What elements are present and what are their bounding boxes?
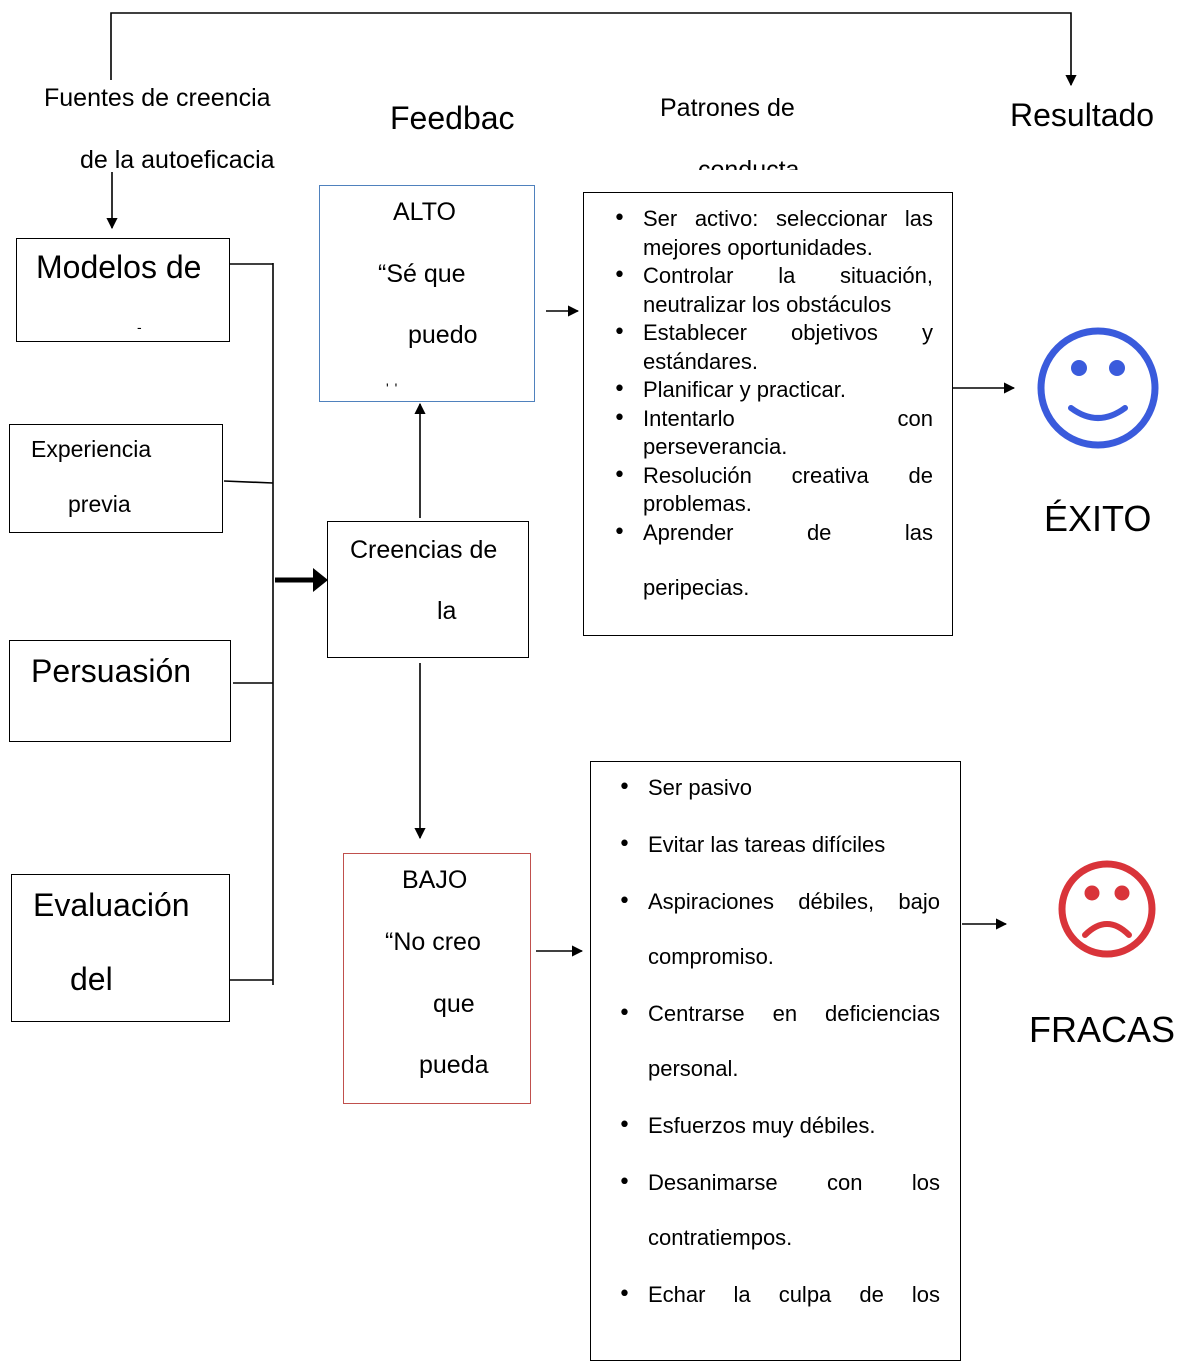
result-header: Resultado (1010, 97, 1155, 133)
feedback-header: Feedbac (390, 100, 515, 136)
low-pattern-item: Echar la culpa de los (618, 1281, 940, 1309)
persuasion-box: Persuasión (9, 640, 231, 742)
low-patterns-box: Ser pasivo Evitar las tareas difíciles A… (590, 761, 961, 1361)
high-pattern-item: Controlar la situación, neutralizar los … (613, 262, 933, 319)
patterns-header: Patrones de conducta (660, 94, 800, 170)
low-pattern-item: Centrarse en deficiencias personal. (618, 1000, 940, 1083)
sad-face-icon (1058, 860, 1156, 958)
high-efficacy-box: ALTO “Sé que puedo ' ' (319, 185, 535, 402)
low-pattern-item: Desanimarse con los contratiempos. (618, 1169, 940, 1252)
high-patterns-box: Ser activo: seleccionar las mejores opor… (583, 192, 953, 636)
low-efficacy-box: BAJO “No creo que pueda (343, 853, 531, 1104)
low-pattern-item: Evitar las tareas difíciles (618, 831, 940, 859)
high-pattern-item: Ser activo: seleccionar las mejores opor… (613, 205, 933, 262)
low-pattern-item: Esfuerzos muy débiles. (618, 1112, 940, 1140)
high-pattern-item: Resolución creativa de problemas. (613, 462, 933, 519)
sources-header: Fuentes de creencia de la autoeficacia (44, 84, 275, 168)
failure-label: FRACAS (1029, 1009, 1176, 1050)
low-pattern-item: Ser pasivo (618, 774, 940, 802)
models-box: Modelos de - (16, 238, 230, 342)
high-pattern-item: Intentarlo con perseverancia. (613, 405, 933, 462)
beliefs-box: Creencias de la (327, 521, 529, 658)
high-pattern-item: Planificar y practicar. (613, 376, 933, 405)
experience-box: Experiencia previa (9, 424, 223, 533)
high-pattern-item: Establecer objetivos y estándares. (613, 319, 933, 376)
low-pattern-item: Aspiraciones débiles, bajo compromiso. (618, 888, 940, 971)
high-pattern-item: Aprender de las peripecias. (613, 519, 933, 603)
evaluation-box: Evaluación del (11, 874, 230, 1022)
smiley-face-icon (1037, 327, 1159, 449)
top-bracket-line (110, 12, 1077, 87)
success-label: ÉXITO (1044, 498, 1152, 539)
